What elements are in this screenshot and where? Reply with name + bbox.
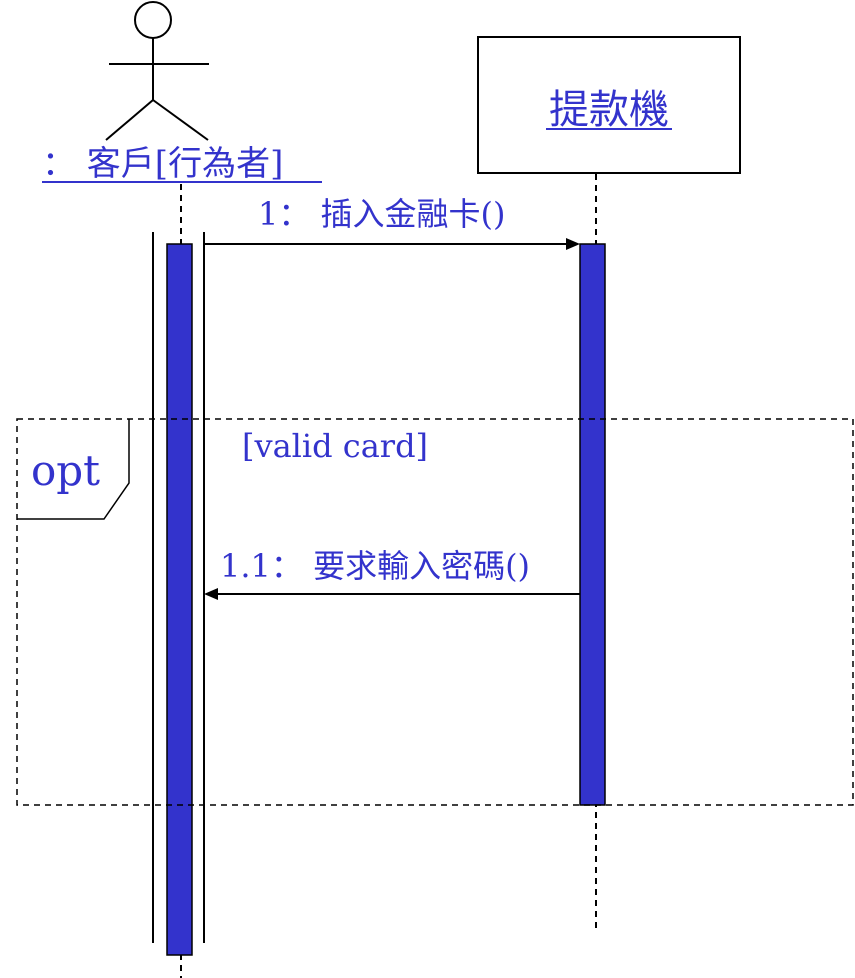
message-request-pin-label: 1.1： 要求輸入密碼() (220, 547, 530, 585)
actor-stick-figure (105, 1, 209, 141)
message-insert-card-arrowhead (566, 238, 580, 250)
atm-object-box (477, 36, 741, 174)
opt-guard-label: [valid card] (242, 427, 428, 465)
atm-activation-bar (579, 243, 606, 806)
actor-label: ： 客戶[行為者] (42, 144, 283, 184)
actor-head (134, 1, 172, 39)
actor-right-leg (152, 99, 209, 141)
actor-left-leg (105, 99, 154, 141)
message-insert-card-label: 1： 插入金融卡() (258, 195, 506, 233)
opt-operator-label: opt (31, 446, 100, 495)
opt-fragment-frame (16, 418, 854, 806)
actor-activation-bar (166, 243, 193, 956)
atm-label: 提款機 (549, 87, 669, 133)
opt-fragment-tab (17, 419, 130, 520)
message-request-pin-arrowhead (204, 588, 218, 600)
